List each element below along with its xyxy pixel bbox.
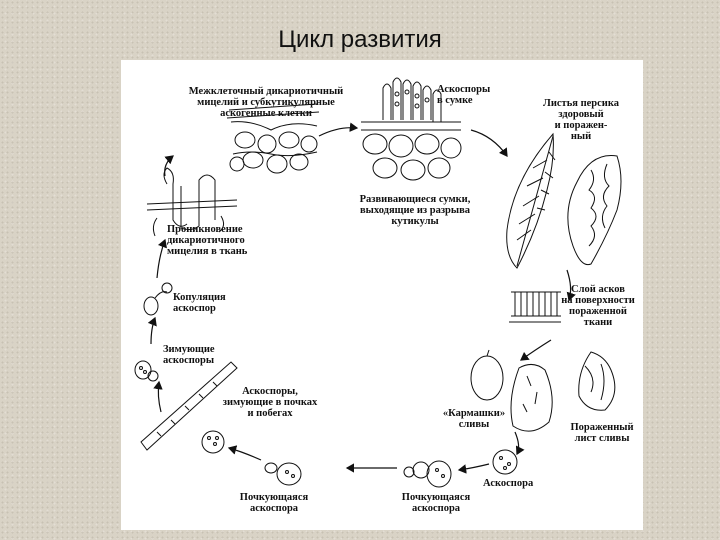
- life-cycle-figure: Межклеточный дикариотичный мицелий и суб…: [121, 60, 643, 530]
- peach-leaf-healthy: [506, 132, 556, 269]
- peach-leaf-infected: [567, 155, 622, 266]
- plum-twig: [140, 361, 238, 454]
- arrow-plum-to-ascospore: [514, 431, 525, 456]
- arrow-mycelium-to-ascus: [318, 122, 359, 137]
- label-budding-ascospore-1: Почкующаяся аскоспора: [239, 492, 309, 514]
- label-copulation: Копуляция аскоспор: [173, 292, 226, 314]
- ascospore-single: [492, 449, 518, 475]
- label-intercellular-mycelium: Межклеточный дикариотичный мицелий и суб…: [188, 86, 344, 119]
- copulating-ascospores: [143, 282, 173, 316]
- asci-layer: [509, 291, 561, 323]
- infected-plum-leaf: [578, 351, 616, 411]
- label-overwintering-ascospores: Зимующие аскоспоры: [163, 344, 215, 366]
- label-budding-ascospore-2: Почкующаяся аскоспора: [401, 492, 471, 514]
- label-ascospores-in-ascus: Аскоспоры в сумке: [437, 84, 491, 106]
- life-cycle-diagram: [134, 77, 622, 488]
- label-plum-pockets: «Кармашки» сливы: [442, 408, 506, 430]
- cycle-arrows: [147, 122, 576, 474]
- arrow-leaves-to-asci-layer: [566, 269, 576, 302]
- arrow-asci-to-plum: [520, 339, 552, 361]
- arrow-penetration-to-mycelium: [164, 155, 174, 177]
- label-asci-layer: Слой асков на поверхности пораженной тка…: [561, 284, 635, 328]
- arrow-ascus-to-leaves: [470, 129, 508, 157]
- plum-pockets: [470, 349, 553, 432]
- label-infected-plum-leaf: Пораженный лист сливы: [570, 422, 634, 444]
- leaf-tissue-mycelium: [226, 103, 320, 174]
- arrow-budding-1-to-buds: [227, 445, 262, 461]
- budding-ascospore-1: [264, 462, 302, 486]
- budding-ascospore-2: [403, 460, 452, 488]
- arrow-overwintering-to-copulation: [147, 316, 157, 345]
- label-peach-leaves: Листья персика здоровый и поражен- ный: [543, 98, 619, 142]
- asci-cluster: [361, 77, 462, 181]
- label-developing-asci: Развивающиеся сумки, выходящие из разрыв…: [359, 194, 471, 227]
- slide-title: Цикл развития: [278, 26, 442, 53]
- label-penetration: Проникновение дикариотичного мицелия в т…: [167, 224, 248, 257]
- arrow-ascospore-to-budding-2: [457, 463, 490, 474]
- mycelium-penetration: [146, 167, 238, 237]
- overwintering-ascospores: [134, 360, 159, 382]
- arrow-buds-to-overwintering: [153, 380, 163, 413]
- label-ascospores-in-buds: Аскоспоры, зимующие в почках и побегах: [222, 386, 318, 419]
- arrow-copulation-to-penetration: [156, 238, 167, 279]
- label-ascospore: Аскоспора: [483, 478, 534, 489]
